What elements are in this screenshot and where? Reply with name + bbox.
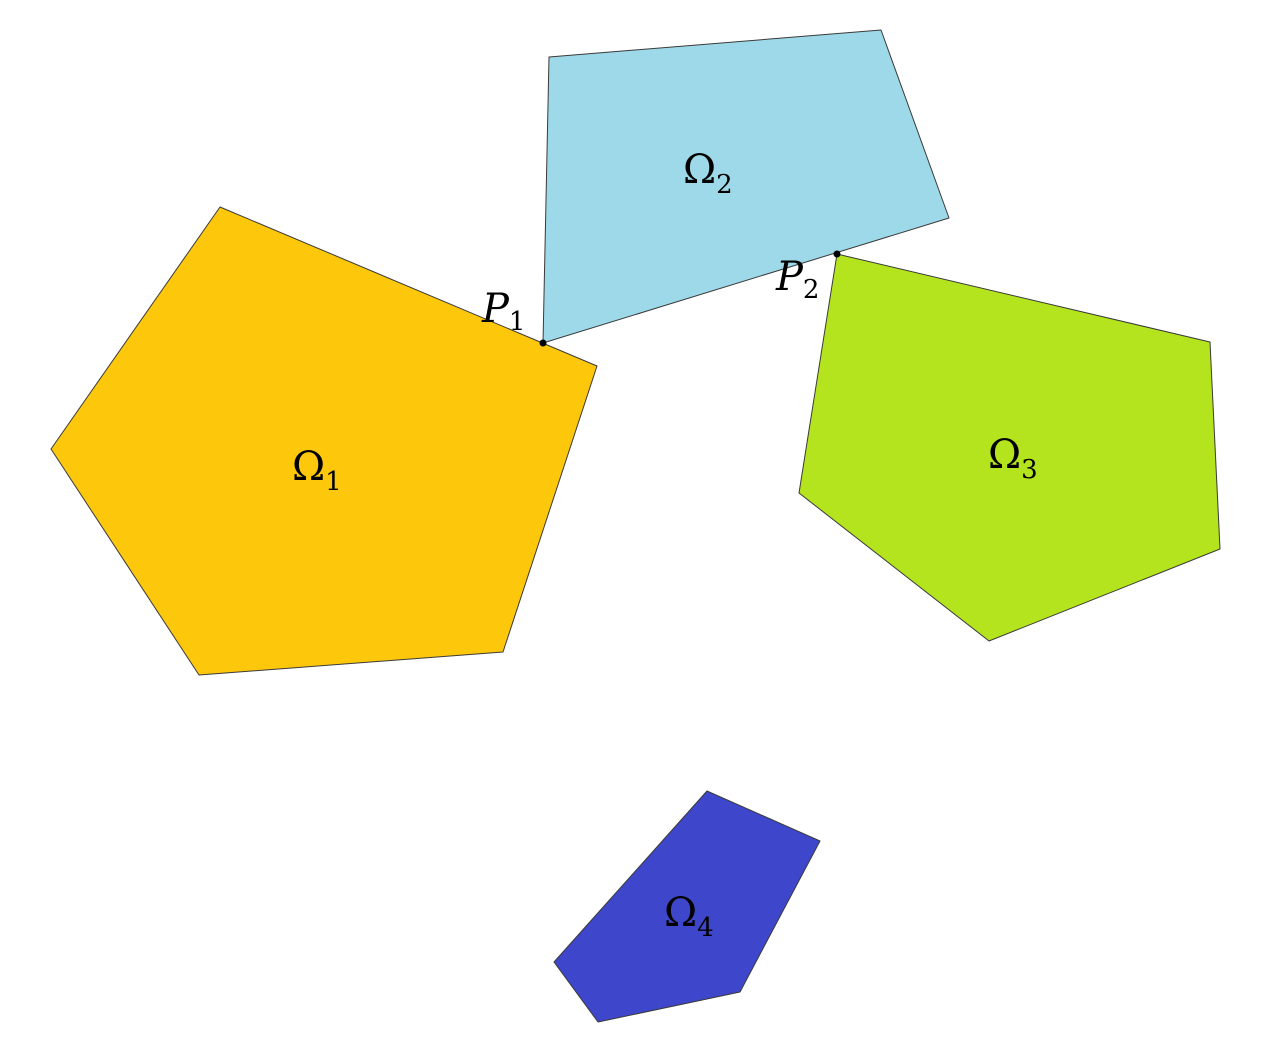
omega-4-region — [553, 790, 821, 1023]
omega-4-subscript: 4 — [697, 913, 714, 943]
omega-4-symbol: Ω — [664, 890, 697, 936]
omega-3-region — [798, 253, 1221, 642]
omega-2-subscript: 2 — [716, 170, 733, 200]
omega-3-subscript: 3 — [1021, 455, 1038, 485]
omega-2-region — [542, 29, 950, 344]
p1-vertex — [539, 339, 547, 347]
omega-2-label: Ω2 — [683, 147, 733, 200]
p2-symbol: P — [775, 254, 804, 300]
p2-label: P2 — [775, 254, 819, 305]
p2-vertex — [833, 250, 841, 258]
omega-3-label: Ω3 — [988, 432, 1038, 485]
omega-4-label: Ω4 — [664, 890, 714, 943]
omega-1-region — [50, 206, 598, 676]
omega-3-symbol: Ω — [988, 432, 1021, 478]
p1-symbol: P — [481, 286, 510, 332]
p2-subscript: 2 — [803, 275, 820, 305]
p1-label: P1 — [481, 286, 525, 337]
omega-2-symbol: Ω — [683, 147, 716, 193]
p1-subscript: 1 — [509, 307, 526, 337]
omega-1-symbol: Ω — [292, 444, 325, 490]
omega-1-label: Ω1 — [292, 444, 342, 497]
omega-1-subscript: 1 — [325, 467, 342, 497]
